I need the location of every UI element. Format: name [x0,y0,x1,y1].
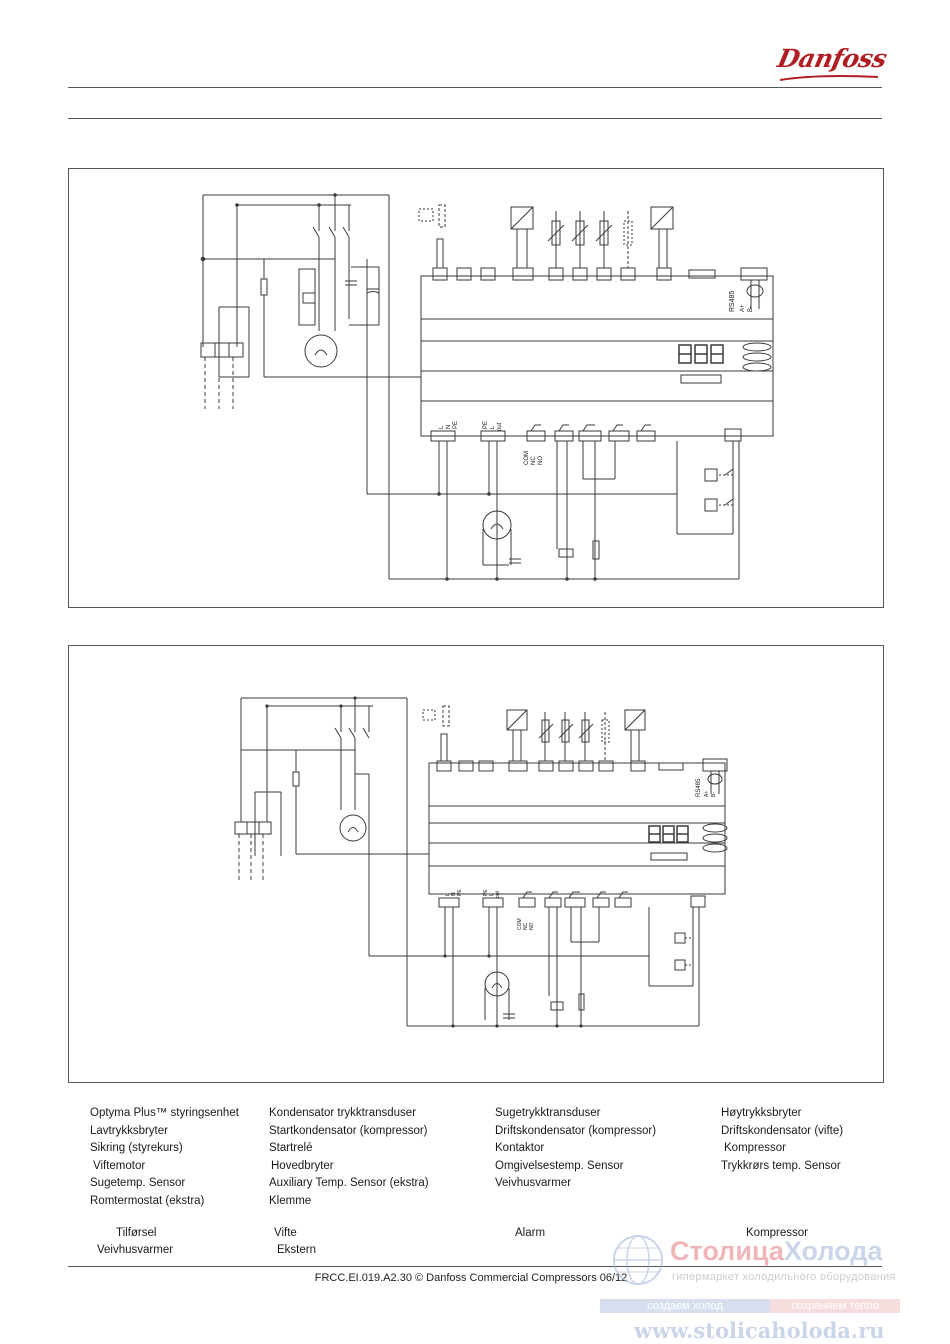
legend-col-2: Kondensator trykktransduser Startkondens… [269,1105,429,1211]
rs485-label-2: RS485 [696,778,702,797]
legend-item: Startrelé [269,1142,313,1155]
legend-alarm: Alarm [515,1227,546,1239]
n-label-2: N [451,892,457,896]
legend-item: Startkondensator (kompressor) [269,1124,428,1137]
watermark-brand-a: Столица [670,1236,784,1266]
top-terminal-strip-2 [436,758,728,772]
legend-item: Hovedbryter [271,1159,334,1172]
legend-veivhusvarmer: Veivhusvarmer [97,1244,174,1256]
no-label: NO [538,456,544,465]
legend-item: Kompressor [724,1142,786,1155]
rs485-label: RS485 [729,290,736,312]
danfoss-logo: Danfoss [774,44,890,84]
bottom-terminal-strip-2 [438,895,706,908]
legend-item: Romtermostat (ekstra) [90,1194,205,1207]
seven-segment-display [678,344,724,364]
pe-label-2: PE [457,889,463,896]
watermark-subtitle: гипермаркет холодильного оборудования [672,1271,896,1283]
seven-segment-display-2 [648,825,689,843]
out-label-2: out [495,890,501,898]
pe-out-label: PE [483,421,489,429]
watermark: СтолицаХолода гипермаркет холодильного о… [600,1228,950,1344]
wiring-diagram-single-phase-fan: RS485 A+ B- L N PE PE L out COM NC NO [68,168,884,608]
legend-item: Viftemotor [93,1159,146,1172]
com-label: COM [524,451,530,465]
a-plus-label-2: A+ [704,791,710,797]
legend-item: Omgivelsestemp. Sensor [495,1159,624,1172]
top-terminal-strip [432,267,768,281]
l-out-label-2: L [489,893,495,896]
pe-out-label-2: PE [483,889,489,896]
footer-rule [68,1266,882,1267]
l-out-label: L [490,425,496,429]
pe-label: PE [453,421,459,429]
no-label-2: NO [529,922,535,930]
legend-vifte: Vifte [274,1227,297,1239]
l-label-2: L [445,893,451,896]
legend-item: Auxiliary Temp. Sensor (ekstra) [269,1177,429,1190]
l-label: L [439,425,445,429]
footer: FRCC.EI.019.A2.30 © Danfoss Commercial C… [0,1272,950,1284]
legend-item: Optyma Plus™ styringsenhet [90,1107,239,1119]
watermark-url: www.stolicaholoda.ru [634,1318,885,1343]
logo-swoosh-icon [779,75,879,81]
controller-body-2 [428,762,726,895]
brand-name: Danfoss [774,44,890,73]
legend-col-1: Optyma Plus™ styringsenhet Lavtrykksbryt… [90,1105,239,1211]
wiring-diagram-three-phase-fan: RS485 A+ B- L N PE PE L out COM NC NO [68,645,884,1083]
bottom-terminal-strip [430,428,742,442]
legend-item: Kontaktor [495,1142,545,1155]
legend-item: Driftskondensator (vifte) [721,1124,844,1137]
controller-body [420,275,774,437]
footer-text: FRCC.EI.019.A2.30 © Danfoss Commercial C… [314,1272,628,1284]
nc-label-2: NC [523,922,529,930]
legend-item: Sikring (styrekurs) [90,1142,183,1155]
header-rule-top [68,87,882,88]
legend-col-3: Sugetrykktransduser Driftskondensator (k… [495,1105,656,1193]
component-legend: Optyma Plus™ styringsenhet Lavtrykksbryt… [0,1105,950,1215]
wiring-diagram-2-svg: RS485 A+ B- L N PE PE L out COM NC NO [234,696,728,1028]
legend-item: Trykkrørs temp. Sensor [721,1159,841,1172]
legend-item: Høytrykksbryter [721,1107,802,1119]
watermark-brand-b: Холода [783,1236,883,1266]
b-minus-label: B- [748,306,754,312]
com-label-2: COM [517,918,523,930]
n-label: N [446,425,452,429]
legend-item: Klemme [269,1194,312,1207]
legend-item: Kondensator trykktransduser [269,1107,417,1119]
nc-label: NC [531,456,537,465]
out-label: out [497,422,503,431]
legend-item: Sugetemp. Sensor [90,1177,186,1190]
wiring-diagram-1-svg: RS485 A+ B- L N PE PE L out COM NC NO [200,193,774,581]
b-minus-label-2: B- [711,792,717,797]
legend-kompressor: Kompressor [746,1227,808,1239]
legend-ekstern: Ekstern [277,1244,316,1256]
legend-item: Driftskondensator (kompressor) [495,1124,657,1137]
header-rule-bottom [68,118,882,119]
watermark-slogan-right: сохраняем тепло [770,1299,900,1313]
legend-tilforsel: Tilførsel [116,1227,157,1239]
legend-item: Sugetrykktransduser [495,1107,601,1119]
a-plus-label: A+ [740,304,746,312]
watermark-brand: СтолицаХолода [670,1236,882,1267]
legend-item: Lavtrykksbryter [90,1124,168,1137]
legend-item: Veivhusvarmer [495,1177,572,1190]
legend-col-4: Høytrykksbryter Driftskondensator (vifte… [721,1105,843,1175]
watermark-slogan-left: создаем холод [600,1299,770,1313]
globe-icon [613,1235,663,1285]
